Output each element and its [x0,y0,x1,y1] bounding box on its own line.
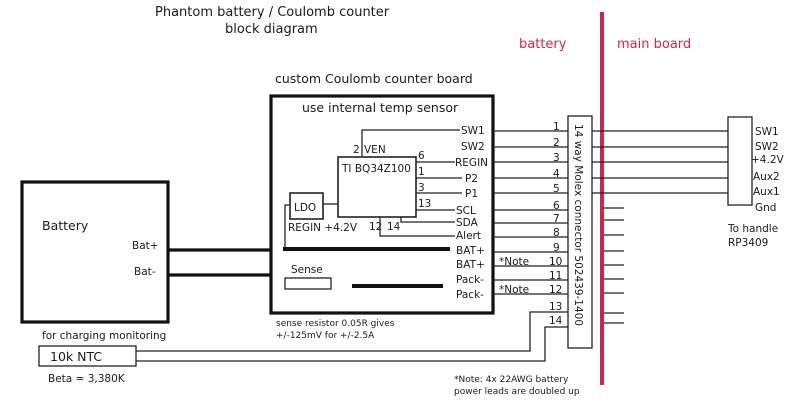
ldo-label: LDO [294,202,316,214]
handle-connector [727,116,753,206]
coulomb-board [269,94,495,315]
ntc-label: 10k NTC [50,349,102,364]
chip-pin-6: 6 [418,150,425,162]
handle-pin-aux1: Aux1 [753,186,780,198]
ldo-block [289,192,324,220]
board-out-pack-minus-2: Pack- [456,289,484,301]
zone-label-main-board: main board [617,37,691,52]
board-out-bat-plus-1: BAT+ [456,245,485,257]
handle-pin-4v2: +4.2V [751,154,784,166]
sense-label: Sense [291,264,323,276]
note-pin-12: *Note [499,284,529,296]
chip-pin-3: 3 [418,182,425,194]
board-out-p2: P2 [465,173,478,185]
chip-pin-2-num: 2 [353,144,360,156]
connector-pin-10: 10 [549,256,562,268]
connector-pin-8: 8 [553,227,560,239]
connector-pin-12: 12 [549,284,562,296]
zone-label-battery: battery [519,37,567,52]
coulomb-board-header: use internal temp sensor [302,100,459,115]
molex-connector [567,115,593,349]
handle-pin-labels: SW1 SW2 +4.2V Aux2 Aux1 Gnd [751,126,784,214]
board-output-labels: SW1 SW2 REGIN P2 P1 SCL SDA Alert BAT+ B… [455,125,488,301]
connector-pin-numbers: 1 2 3 4 5 6 7 8 9 10 11 12 13 14 [549,121,563,327]
handle-pin-sw2: SW2 [755,141,779,153]
footnote-line2: power leads are doubled up [454,387,580,397]
board-to-connector-wires [493,130,568,295]
connector-pin-9: 9 [553,242,560,254]
ldo-caption: REGIN +4.2V [288,222,358,234]
handle-pin-aux2: Aux2 [753,171,780,183]
wire-ldo-bat [284,204,290,248]
connector-pin-2: 2 [553,137,560,149]
diagram-title-line1: Phantom battery / Coulomb counter [155,5,390,20]
connector-pin-13: 13 [549,301,562,313]
chip-pin-1: 1 [418,166,425,178]
connector-pin-3: 3 [553,152,560,164]
handle-caption-line1: To handle [727,223,778,235]
board-out-sw2: SW2 [461,141,485,153]
board-out-sw1: SW1 [461,125,485,137]
battery-pin-bat-minus: Bat- [134,266,156,278]
wire-ntc-pin13 [136,311,568,352]
ntc-block [38,345,137,367]
chip-bq34z100 [337,156,417,218]
connector-to-mainboard-wires [592,130,728,324]
board-out-pack-minus-1: Pack- [456,274,484,286]
ntc-beta: Beta = 3,380K [48,373,126,385]
wire-ntc-pin14 [136,326,568,362]
coulomb-board-caption: custom Coulomb counter board [275,71,473,86]
connector-label: 14 way Molex connector 502439-1400 [572,124,584,326]
connector-pin-1: 1 [553,121,560,133]
board-out-sda: SDA [456,217,479,229]
board-out-p1: P1 [465,188,478,200]
diagram-title-line2: block diagram [225,22,318,37]
wire-pin14-sda [400,217,455,223]
chip-pin-14: 14 [387,221,401,233]
handle-pin-sw1: SW1 [755,126,779,138]
handle-caption-line2: RP3409 [728,237,768,249]
handle-pin-gnd: Gnd [755,202,776,214]
board-out-alert: Alert [456,230,481,242]
chip-label: TI BQ34Z100 [341,163,411,175]
battery-pin-bat-plus: Bat+ [132,240,159,252]
connector-pin-11: 11 [549,270,562,282]
sense-resistor [284,277,332,290]
connector-pin-4: 4 [553,168,560,180]
connector-pin-6: 6 [553,200,560,212]
connector-pin-5: 5 [553,183,560,195]
battery-label: Battery [42,218,89,233]
footnote-line1: *Note: 4x 22AWG battery [454,375,569,385]
connector-pin-14: 14 [549,315,563,327]
ntc-caption: for charging monitoring [42,330,166,342]
sense-note-line2: +/-125mV for +/-2.5A [276,331,375,341]
board-out-regin: REGIN [455,157,488,169]
chip-pin-13: 13 [418,198,431,210]
wire-ven-sw1 [361,129,460,157]
board-out-bat-plus-2: BAT+ [456,259,485,271]
chip-pin-2-name: VEN [364,144,386,156]
sense-note-line1: sense resistor 0.05R gives [276,319,395,329]
chip-pin-12: 12 [369,221,382,233]
battery-block [20,180,170,324]
connector-pin-7: 7 [553,213,560,225]
wire-pin12-alert [379,217,455,237]
board-out-scl: SCL [456,205,476,217]
note-pin-10: *Note [499,256,529,268]
